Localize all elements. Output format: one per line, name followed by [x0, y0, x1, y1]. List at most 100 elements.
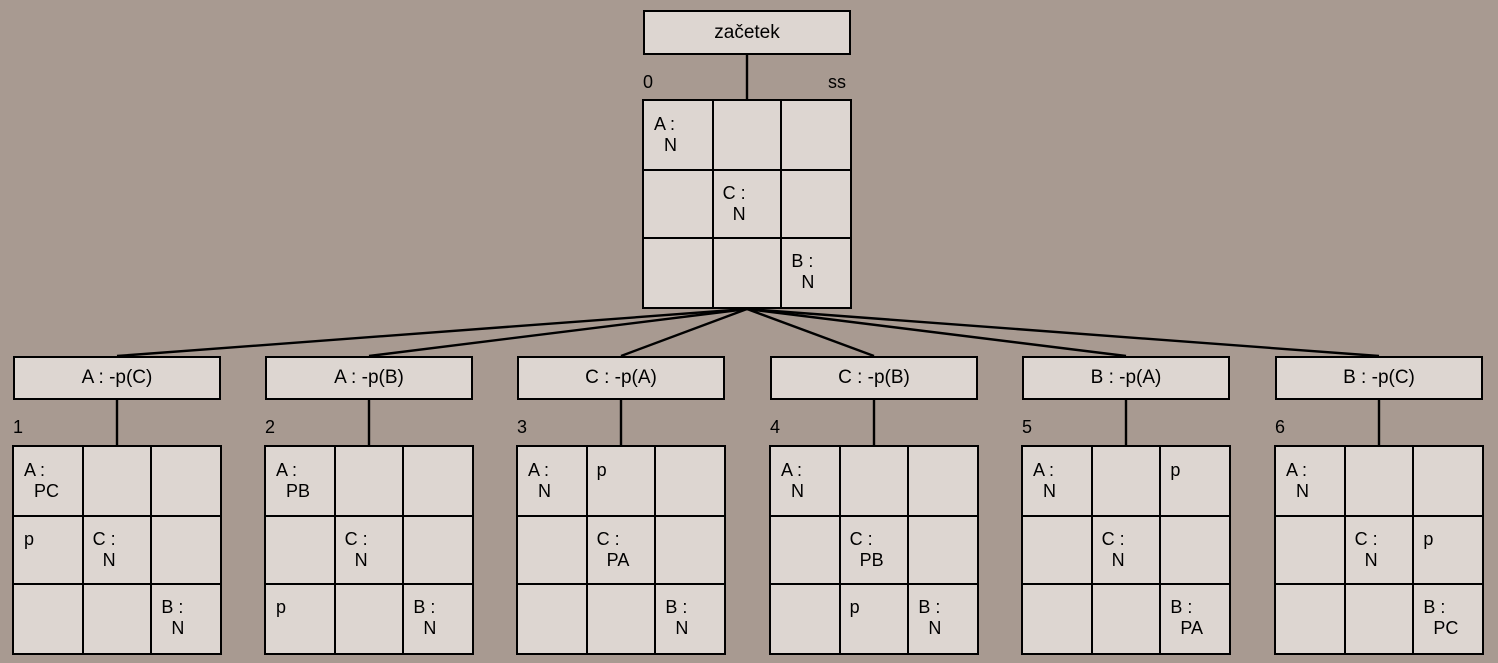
cell-line-1: B : [1423, 597, 1446, 618]
cell-line-1: A : [276, 460, 298, 480]
child-1-label-box[interactable]: A : -p(C) [13, 356, 221, 400]
child-5-label-box-text: B : -p(A) [1090, 367, 1162, 388]
child-5-state-grid-vline [1159, 447, 1162, 653]
cell-line-1: A : [528, 460, 550, 480]
child-3-state-grid-cell-r1c1: C :PA [587, 516, 656, 585]
child-2-state-grid-vline [333, 447, 336, 653]
child-5-label-box[interactable]: B : -p(A) [1022, 356, 1230, 400]
cell-line-2: N [732, 203, 746, 224]
child-4-state-grid-cell-r1c2 [908, 516, 977, 585]
cell-line-1: A : [1033, 460, 1055, 480]
cell-line-1: B : [161, 597, 184, 618]
child-4-state-grid-cell-r0c2 [908, 447, 977, 516]
cell-line-2: N [675, 618, 689, 639]
child-2-state-grid-cell-r2c1 [335, 584, 404, 653]
child-2-state-grid-cell-r0c0: A :PB [266, 447, 335, 516]
child-4-state-number: 4 [770, 417, 781, 437]
root-state-grid-hline [644, 168, 850, 171]
cell-line-1: B : [918, 597, 941, 618]
child-6-state-grid-cell-r1c0 [1276, 516, 1345, 585]
root-state-grid-hline [644, 237, 850, 240]
child-3-state-number: 3 [517, 417, 528, 437]
child-3-state-grid-cell-r2c2: B :N [655, 584, 724, 653]
cell-line-2: N [1364, 549, 1378, 570]
child-1-state-grid-cell-r0c2 [151, 447, 220, 516]
cell-line-2: N [423, 618, 437, 639]
child-5-state-grid-hline [1023, 514, 1229, 517]
child-3-label-box[interactable]: C : -p(A) [517, 356, 725, 400]
root-state-grid-cell-r1c0 [644, 170, 713, 239]
child-2-state-grid-cell-r1c1: C :N [335, 516, 404, 585]
child-3-state-grid-cell-r1c0 [518, 516, 587, 585]
cell-line-1: C : [1354, 528, 1378, 549]
cell-line-1: B : [791, 251, 814, 272]
root-state-grid-cell-r0c0: A :N [644, 101, 713, 170]
child-5-state-grid-cell-r0c0: A :N [1023, 447, 1092, 516]
root-state-grid-cell-r2c0 [644, 238, 713, 307]
child-4-label-box[interactable]: C : -p(B) [770, 356, 978, 400]
root-label-box-text: začetek [714, 21, 780, 43]
child-5-state-grid-cell-r1c0 [1023, 516, 1092, 585]
cell-line-2: N [664, 135, 677, 155]
child-2-label-box[interactable]: A : -p(B) [265, 356, 473, 400]
child-6-label-box[interactable]: B : -p(C) [1275, 356, 1483, 400]
root-label-box[interactable]: začetek [643, 10, 851, 55]
cell-line-2: PC [1433, 618, 1459, 639]
child-2-state-grid-vline [402, 447, 405, 653]
child-1-state-number: 1 [13, 417, 24, 437]
cell-line-1: C : [344, 528, 368, 549]
cell-line-1: p [596, 460, 607, 480]
cell-line-2: N [171, 618, 185, 639]
cell-line-1: A : [24, 460, 46, 480]
child-5-state-grid-cell-r1c1: C :N [1092, 516, 1161, 585]
child-6-state-grid-cell-r2c1 [1345, 584, 1414, 653]
child-6-state-grid-cell-r0c1 [1345, 447, 1414, 516]
child-6-state-number: 6 [1275, 417, 1286, 437]
edge-root-to-child-4 [746, 307, 875, 358]
child-5-state-grid-cell-r0c2: p [1160, 447, 1229, 516]
edge-root-to-child-2 [368, 307, 748, 358]
child-3-state-grid-vline [654, 447, 657, 653]
cell-line-1: C : [1101, 528, 1125, 549]
root-state-grid-vline [780, 101, 783, 307]
cell-line-2: PB [859, 549, 884, 570]
child-6-state-grid-cell-r2c0 [1276, 584, 1345, 653]
child-2-state-number: 2 [265, 417, 276, 437]
child-1-state-grid-cell-r0c1 [83, 447, 152, 516]
cell-line-2: N [102, 549, 116, 570]
child-1-label-box-text: A : -p(C) [81, 367, 153, 388]
child-6-state-grid-cell-r1c1: C :N [1345, 516, 1414, 585]
root-state-grid-cell-r2c2: B :N [781, 238, 850, 307]
child-2-state-grid-cell-r1c0 [266, 516, 335, 585]
child-6-state-grid-cell-r1c2: p [1413, 516, 1482, 585]
child-6-label-box-text: B : -p(C) [1343, 367, 1415, 388]
cell-line-2: N [1111, 549, 1125, 570]
child-1-state-grid-hline [14, 583, 220, 586]
cell-line-1: B : [1170, 597, 1193, 618]
cell-line-1: B : [413, 597, 436, 618]
child-5-state-grid-vline [1090, 447, 1093, 653]
edge-root-to-child-5 [746, 307, 1127, 358]
child-4-label-box-text: C : -p(B) [838, 367, 910, 388]
child-3-state-grid-cell-r0c0: A :N [518, 447, 587, 516]
child-4-state-grid-cell-r0c1 [840, 447, 909, 516]
child-3-state-grid-vline [585, 447, 588, 653]
cell-line-1: p [24, 528, 35, 549]
cell-line-2: N [354, 549, 368, 570]
child-1-state-grid-cell-r1c2 [151, 516, 220, 585]
cell-line-2: N [1043, 481, 1056, 501]
root-state-grid-cell-r1c2 [781, 170, 850, 239]
cell-line-1: C : [849, 528, 873, 549]
child-2-label-box-text: A : -p(B) [334, 367, 404, 388]
child-3-state-grid-cell-r0c1: p [587, 447, 656, 516]
child-1-state-grid-cell-r1c0: p [14, 516, 83, 585]
cell-line-1: A : [781, 460, 803, 480]
root-state-grid-cell-r0c2 [781, 101, 850, 170]
child-3-state-grid-hline [518, 514, 724, 517]
child-1-state-grid-cell-r1c1: C :N [83, 516, 152, 585]
edge-root-to-child-3 [620, 307, 748, 358]
child-5-state-number: 5 [1022, 417, 1033, 437]
cell-line-2: PB [286, 481, 311, 501]
